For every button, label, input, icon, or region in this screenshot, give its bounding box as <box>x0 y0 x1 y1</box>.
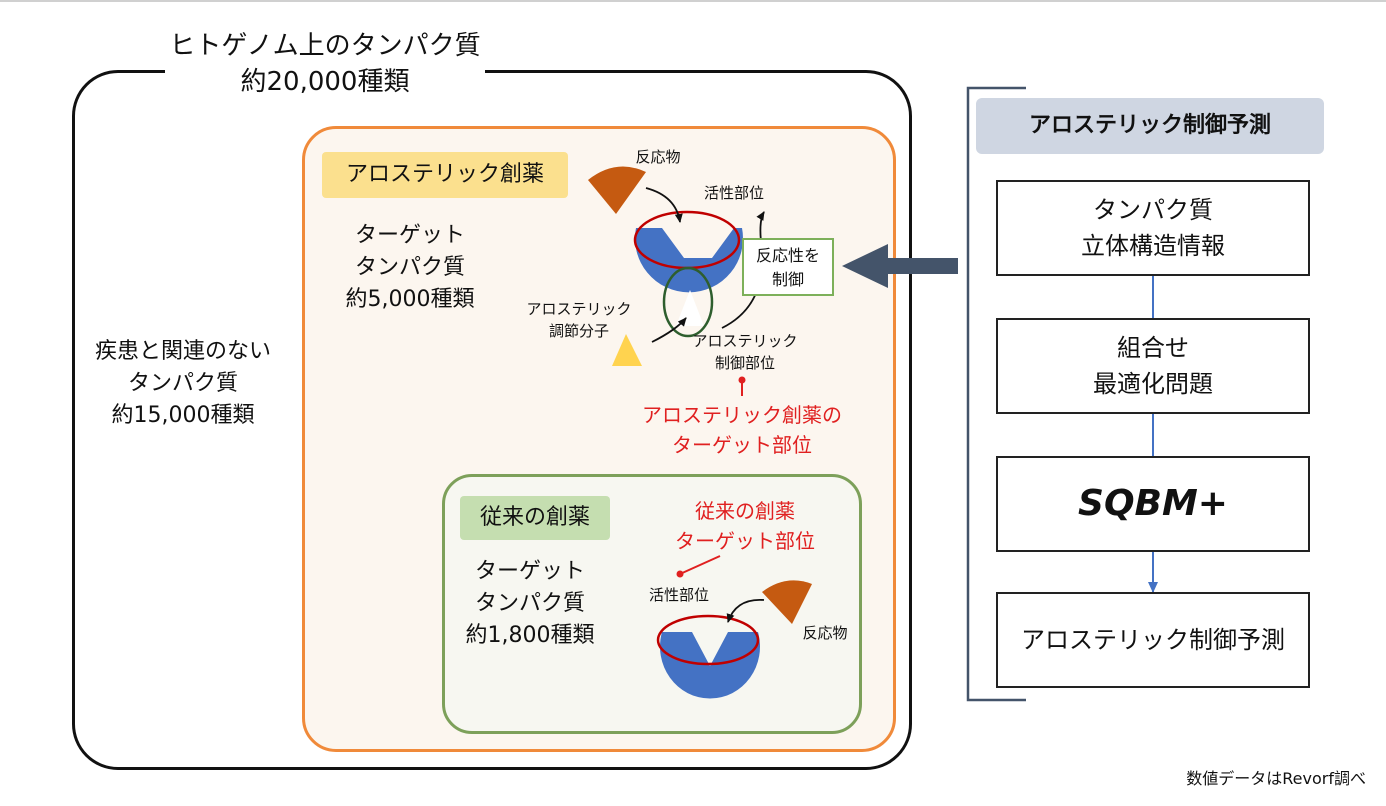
conventional-target-pointer <box>679 555 721 575</box>
human-genome-container <box>72 70 912 770</box>
allosteric-reactant-label: 反応物 <box>635 148 681 166</box>
conventional-reactant-label: 反応物 <box>802 624 848 642</box>
genome-title-line2: 約20,000種類 <box>240 67 410 97</box>
non-disease-line1: 疾患と関連のない <box>94 339 271 364</box>
step-allosteric-prediction: アロステリック制御予測 <box>996 592 1310 688</box>
modulator-label-line2: 調節分子 <box>548 322 609 340</box>
data-source-note: 数値データはRevorf調べ <box>1186 769 1366 788</box>
conventional-target-line2: タンパク質 <box>474 591 585 616</box>
allosteric-target-proteins: ターゲット タンパク質 約5,000種類 <box>320 220 500 316</box>
allosteric-protein-shape <box>634 228 743 293</box>
prediction-bracket <box>966 86 1026 702</box>
allosteric-target-site-label: アロステリック創薬の ターゲット部位 <box>632 400 852 460</box>
conventional-protein-shape <box>660 632 760 699</box>
conventional-target-line3: 約1,800種類 <box>465 623 595 648</box>
allosteric-target-site-line1: アロステリック創薬の <box>642 403 842 427</box>
conventional-reactant-shape <box>762 580 812 624</box>
control-reactivity-box: 反応性を 制御 <box>742 238 834 296</box>
allosteric-target-line1: ターゲット <box>354 223 465 248</box>
allosteric-modulator-shape <box>612 334 642 366</box>
allosteric-site-label-line1: アロステリック <box>692 332 798 350</box>
conventional-target-line1: ターゲット <box>474 559 585 584</box>
allosteric-target-site-line2: ターゲット部位 <box>672 433 812 457</box>
allosteric-site-highlight <box>662 266 714 338</box>
genome-title: ヒトゲノム上のタンパク質 約20,000種類 <box>165 28 485 100</box>
allosteric-target-line2: タンパク質 <box>354 255 465 280</box>
step-structure-line1: タンパク質 <box>1093 196 1213 224</box>
conventional-target-dot <box>676 570 684 578</box>
allosteric-target-dot <box>738 376 746 384</box>
step-optimization-line1: 組合せ <box>1117 334 1189 362</box>
genome-title-line1: ヒトゲノム上のタンパク質 <box>169 31 481 61</box>
conventional-target-site-label: 従来の創薬 ターゲット部位 <box>660 496 830 556</box>
step-structure-line2: 立体構造情報 <box>1081 232 1225 260</box>
modulator-label-line1: アロステリック <box>526 300 632 318</box>
allosteric-target-line3: 約5,000種類 <box>345 287 475 312</box>
step-sqbm: SQBM+ <box>996 456 1310 552</box>
non-disease-line2: タンパク質 <box>127 371 238 396</box>
conventional-drug-tag: 従来の創薬 <box>460 496 610 540</box>
allosteric-site-label-line2: 制御部位 <box>714 354 775 372</box>
reactant-binding-arrow <box>645 187 683 223</box>
conventional-active-site-label: 活性部位 <box>648 586 709 604</box>
step-optimization: 組合せ 最適化問題 <box>996 318 1310 414</box>
prediction-header: アロステリック制御予測 <box>976 98 1324 154</box>
allosteric-active-site-label: 活性部位 <box>703 184 764 202</box>
step-structure-info: タンパク質 立体構造情報 <box>996 180 1310 276</box>
top-divider <box>0 0 1386 2</box>
allosteric-reactant-shape <box>588 166 646 214</box>
control-reactivity-line1: 反応性を <box>755 246 820 265</box>
non-disease-line3: 約15,000種類 <box>111 403 255 428</box>
conventional-target-proteins: ターゲット タンパク質 約1,800種類 <box>450 556 610 652</box>
allosteric-drug-tag: アロステリック創薬 <box>322 152 568 198</box>
allosteric-site-notch <box>676 290 704 326</box>
step-optimization-line2: 最適化問題 <box>1093 370 1213 398</box>
modulator-binding-arrow <box>651 317 687 343</box>
conventional-target-site-line1: 従来の創薬 <box>695 499 795 523</box>
conventional-binding-arrow <box>726 599 765 623</box>
allosteric-site-label: アロステリック 制御部位 <box>690 330 800 374</box>
non-disease-proteins: 疾患と関連のない タンパク質 約15,000種類 <box>78 336 288 432</box>
conventional-target-site-line2: ターゲット部位 <box>675 529 815 553</box>
control-reactivity-line2: 制御 <box>771 270 804 289</box>
conventional-active-site-highlight <box>656 614 760 666</box>
prediction-to-control-arrow <box>842 244 958 288</box>
modulator-label: アロステリック 調節分子 <box>524 298 634 342</box>
